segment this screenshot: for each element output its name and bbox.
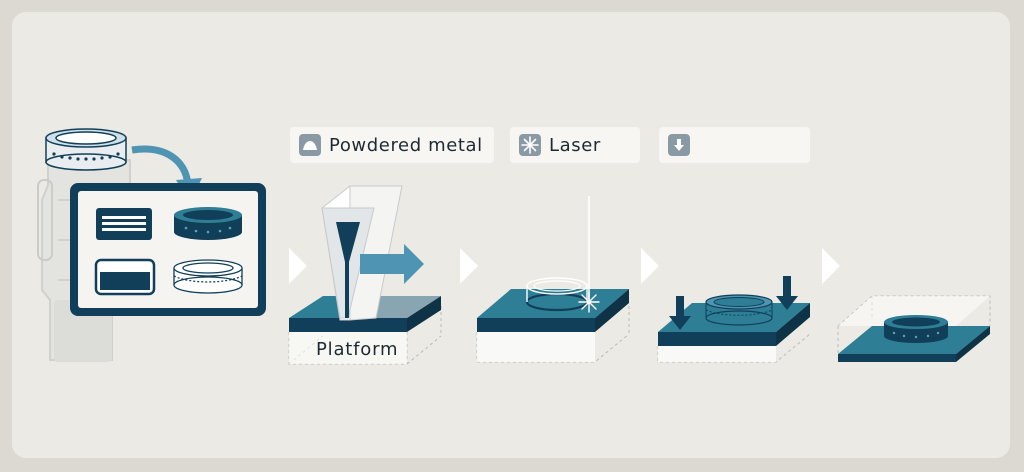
laser-spark-icon xyxy=(578,291,600,313)
step-chevron xyxy=(641,248,659,284)
wireframe-ring-icon xyxy=(173,259,243,294)
down-arrow-icon xyxy=(776,276,798,310)
step-label-laser: Laser xyxy=(510,127,640,163)
laser-spark-icon xyxy=(519,134,541,156)
step-finished-part xyxy=(837,295,991,362)
step-label-lower xyxy=(659,127,810,163)
platform-label: Platform xyxy=(316,339,398,360)
step-label-text: Powdered metal xyxy=(329,134,483,156)
arrow-down-icon xyxy=(668,134,690,156)
step-platform-lower xyxy=(657,276,811,363)
curved-arrow-icon xyxy=(131,145,192,185)
step-laser-melt xyxy=(476,196,630,363)
step-chevron xyxy=(822,248,840,284)
step-chevron xyxy=(289,248,307,284)
step-label-powdered-metal: Powdered metal xyxy=(290,127,494,163)
right-arrow-icon xyxy=(360,244,424,284)
solid-ring-icon xyxy=(174,207,242,240)
step-powder-deposit xyxy=(288,184,442,365)
step-chevron xyxy=(460,248,478,284)
down-arrow-icon xyxy=(669,296,691,330)
powder-icon xyxy=(299,134,321,156)
tablet-screen xyxy=(70,183,266,316)
ring-part-icon xyxy=(45,128,127,171)
step-label-text: Laser xyxy=(549,134,601,156)
